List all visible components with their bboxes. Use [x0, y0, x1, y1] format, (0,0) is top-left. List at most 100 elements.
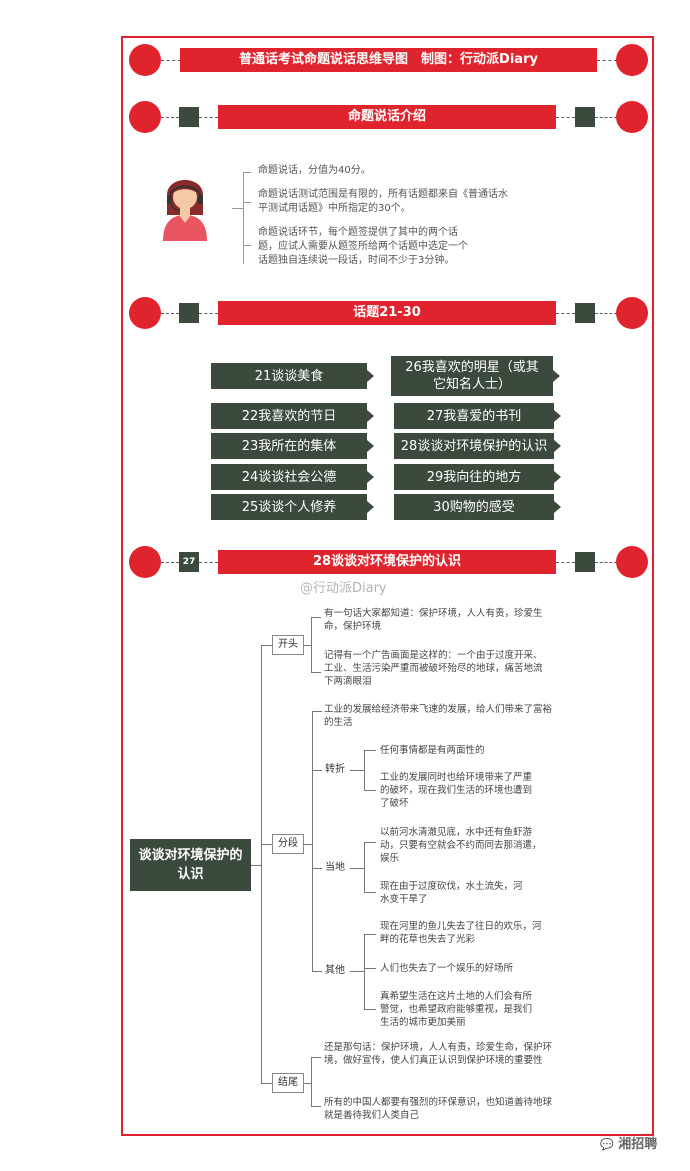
intro-bracket-stem	[232, 208, 243, 209]
branch-connector	[261, 645, 272, 646]
body-trunk	[312, 711, 313, 971]
topic-item: 29我向往的地方	[394, 464, 561, 490]
topic-item: 23我所在的集体	[211, 433, 374, 459]
intro-tick-3	[243, 245, 251, 246]
mindmap-left-connector-2	[199, 562, 218, 563]
opening-connector	[304, 645, 311, 646]
mindmap-right-connector	[556, 562, 575, 563]
page-number: 27	[179, 552, 199, 572]
opening-tick	[311, 617, 321, 618]
local-tick	[364, 842, 376, 843]
intro-paragraph: 命题说话环节，每个题签提供了其中的两个话题，应试人需要从题签所给两个话题中选定一…	[258, 227, 468, 266]
topics-right-connector	[556, 313, 575, 314]
topic-item: 27我喜爱的书刊	[394, 403, 561, 429]
mindmap-section-title: 28谈谈对环境保护的认识	[218, 550, 556, 574]
topic-item: 24谈谈社会公德	[211, 464, 374, 490]
intro-paragraph: 命题说话，分值为40分。	[258, 165, 371, 176]
intro-paragraph: 命题说话测试范围是有限的，所有话题都来自《普通话水平测试用话题》中所指定的30个…	[258, 189, 508, 214]
ending-connector	[304, 1083, 311, 1084]
topics-left-connector-2	[199, 313, 218, 314]
branch-connector	[261, 844, 272, 845]
ending-leaf: 所有的中国人都要有强烈的环保意识，也知道善待地球就是善待我们人类自己	[324, 1097, 553, 1121]
header-right-connector	[597, 60, 617, 61]
mindmap-right-dot	[616, 546, 648, 578]
body-tick	[312, 711, 322, 712]
intro-tick-2	[243, 202, 251, 203]
intro-section-title: 命题说话介绍	[218, 105, 556, 129]
intro-left-dot	[129, 101, 161, 133]
intro-right-connector-2	[595, 117, 617, 118]
other-tick	[364, 934, 376, 935]
turn-leaf: 任何事情都是有两面性的	[380, 745, 485, 756]
ending-bracket	[311, 1057, 312, 1106]
other-leaf: 真希望生活在这片土地的人们会有所警觉，也希望政府能够重视，是我们生活的城市更加美…	[380, 991, 533, 1028]
chat-bubble-icon: 💬	[600, 1138, 614, 1151]
opening-bracket	[311, 617, 312, 672]
mindmap-right-connector-2	[595, 562, 617, 563]
topics-left-dot	[129, 297, 161, 329]
mindmap-right-square	[575, 552, 595, 572]
body-tick	[312, 971, 322, 972]
body-tick	[312, 868, 322, 869]
body-connector	[304, 844, 312, 845]
root-trunk	[261, 645, 262, 1083]
other-leaf: 人们也失去了一个娱乐的好场所	[380, 963, 514, 974]
topic-item: 30购物的感受	[394, 494, 561, 520]
intro-left-square	[179, 107, 199, 127]
turn-bracket	[364, 750, 365, 790]
header-left-connector	[161, 60, 181, 61]
ending-tick	[311, 1106, 321, 1107]
footer-brand: 💬 湘招聘	[600, 1133, 657, 1152]
topics-left-square	[179, 303, 199, 323]
local-leaf: 以前河水清澈见底，水中还有鱼虾游动，只要有空就会不约而同去那消遣，娱乐	[380, 827, 542, 864]
headset-operator-icon	[163, 180, 207, 241]
opening-tick	[311, 672, 321, 673]
other-tick	[364, 968, 376, 969]
intro-left-connector-2	[199, 117, 218, 118]
footer-brand-label: 湘招聘	[618, 1137, 658, 1152]
branch-body: 分段	[272, 834, 304, 854]
topic-item: 28谈谈对环境保护的认识	[394, 433, 561, 459]
sub-branch-turn: 转折	[325, 764, 345, 775]
ending-tick	[311, 1057, 321, 1058]
other-leaf: 现在河里的鱼儿失去了往日的欢乐，河畔的花草也失去了光彩	[380, 921, 542, 945]
page-frame	[121, 36, 654, 1136]
topics-left-connector	[161, 313, 179, 314]
intro-right-connector	[556, 117, 575, 118]
watermark-text: @行动派Diary	[300, 581, 387, 596]
turn-leaf: 工业的发展同时也给环境带来了严重的破坏，现在我们生活的环境也遭到了破坏	[380, 772, 533, 809]
sub-branch-other: 其他	[325, 965, 345, 976]
intro-right-dot	[616, 101, 648, 133]
local-connector	[350, 868, 364, 869]
opening-leaf: 记得有一个广告画面是这样的：一个由于过度开采、工业、生活污染严重而被破坏殆尽的地…	[324, 650, 543, 687]
topics-right-connector-2	[595, 313, 617, 314]
page-title: 普通话考试命题说话思维导图 制图：行动派Diary	[180, 48, 597, 72]
intro-right-square	[575, 107, 595, 127]
body-intro-leaf: 工业的发展给经济带来飞速的发展，给人们带来了富裕的生活	[324, 704, 553, 728]
turn-tick	[364, 750, 376, 751]
header-left-dot	[129, 44, 161, 76]
other-bracket	[364, 934, 365, 1009]
mindmap-left-dot	[129, 546, 161, 578]
branch-ending: 结尾	[272, 1073, 304, 1093]
topic-item: 22我喜欢的节日	[211, 403, 374, 429]
topics-right-dot	[616, 297, 648, 329]
topic-item: 21谈谈美食	[211, 363, 374, 389]
branch-connector	[261, 1083, 272, 1084]
other-tick	[364, 1009, 376, 1010]
turn-tick	[364, 790, 376, 791]
root-connector	[251, 865, 261, 866]
mindmap-root-node: 谈谈对环境保护的认识	[130, 839, 251, 891]
topic-item: 25谈谈个人修养	[211, 494, 374, 520]
body-tick	[312, 770, 322, 771]
sub-branch-local: 当地	[325, 862, 345, 873]
local-leaf: 现在由于过度砍伐，水土流失，河水变干旱了	[380, 881, 523, 905]
other-connector	[350, 971, 364, 972]
ending-leaf: 还是那句话：保护环境，人人有责，珍爱生命，保护环境，做好宣传，使人们真正认识到保…	[324, 1042, 553, 1066]
topic-item: 26我喜欢的明星（或其它知名人士）	[391, 356, 560, 396]
topics-right-square	[575, 303, 595, 323]
intro-tick-1	[243, 172, 251, 173]
local-bracket	[364, 842, 365, 892]
local-tick	[364, 892, 376, 893]
